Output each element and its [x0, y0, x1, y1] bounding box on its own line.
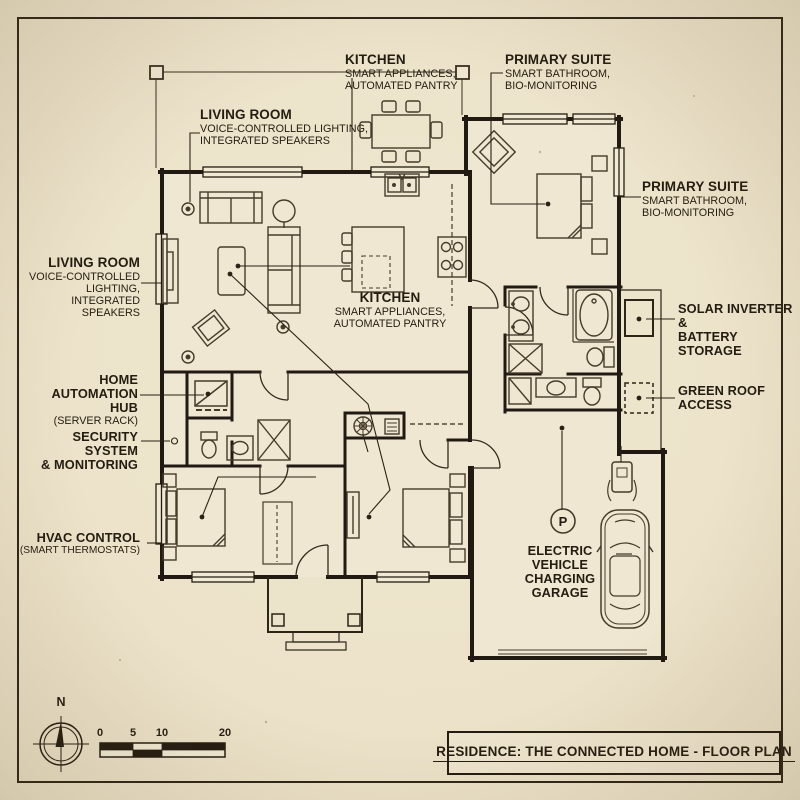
label-ev-garage: ELECTRIC VEHICLE CHARGING GARAGE: [524, 543, 596, 600]
server-rack: [194, 380, 228, 411]
utility-markers: [621, 289, 662, 450]
house-footprint: [162, 119, 663, 658]
label-solar-inverter: SOLAR INVERTER & BATTERY STORAGE: [678, 301, 793, 358]
scale-bar: [99, 742, 226, 758]
solar-inverter-marker: [624, 299, 654, 337]
leader-lines: [140, 72, 675, 555]
windows: [155, 113, 625, 583]
bathroom-fixtures: [200, 289, 615, 461]
compass-rose: [33, 716, 89, 772]
porch: [267, 577, 363, 651]
label-title: PRIMARY SUITE: [505, 52, 612, 67]
parking-symbol: P: [550, 508, 576, 534]
ev-charger-icon: [607, 461, 637, 502]
primary-suite-furniture: [471, 129, 608, 255]
paper-specks: [119, 95, 758, 724]
label-title: PRIMARY SUITE: [642, 179, 749, 194]
label-living-room-left: LIVING ROOM VOICE-CONTROLLED LIGHTING, I…: [22, 255, 140, 319]
sheet-title: RESIDENCE: THE CONNECTED HOME - FLOOR PL…: [433, 744, 795, 762]
label-kitchen-top: KITCHEN SMART APPLIANCES, AUTOMATED PANT…: [345, 52, 458, 92]
garage-door: [498, 649, 647, 655]
label-primary-suite-top: PRIMARY SUITE SMART BATHROOM, BIO-MONITO…: [505, 52, 612, 92]
kitchen-fixtures: [341, 173, 467, 306]
garage-contents: P: [498, 461, 654, 655]
compass-needle: [55, 721, 64, 747]
scale-tick-0: 0: [96, 727, 104, 739]
label-green-roof: GREEN ROOF ACCESS: [678, 383, 766, 412]
leader-dots: [199, 201, 642, 520]
living-room-furniture: [162, 191, 301, 364]
property-markers: [149, 65, 470, 168]
doors: [259, 279, 569, 578]
compass-north-label: N: [56, 695, 66, 709]
label-primary-suite-right: PRIMARY SUITE SMART BATHROOM, BIO-MONITO…: [642, 179, 749, 219]
label-title: KITCHEN: [359, 290, 421, 305]
interior-walls: [160, 285, 623, 579]
scale-tick-5: 5: [129, 727, 137, 739]
parking-symbol-letter: P: [559, 514, 568, 529]
label-security-system: SECURITY SYSTEM & MONITORING: [41, 429, 138, 472]
label-title: LIVING ROOM: [200, 107, 292, 122]
label-title: LIVING ROOM: [48, 255, 140, 270]
bedroom-furniture: [162, 473, 466, 565]
label-kitchen-center: KITCHEN SMART APPLIANCES, AUTOMATED PANT…: [328, 290, 452, 330]
label-living-room-top: LIVING ROOM VOICE-CONTROLLED LIGHTING, I…: [200, 107, 368, 147]
title-block: RESIDENCE: THE CONNECTED HOME - FLOOR PL…: [433, 731, 795, 775]
label-hvac-control: HVAC CONTROL (SMART THERMOSTATS): [19, 530, 140, 557]
dining-set: [359, 100, 443, 163]
car-icon: [596, 509, 654, 629]
scale-tick-20: 20: [218, 727, 232, 739]
scale-tick-10: 10: [155, 727, 169, 739]
label-home-automation-hub: HOME AUTOMATION HUB (SERVER RACK): [51, 372, 138, 428]
label-title: KITCHEN: [345, 52, 406, 67]
